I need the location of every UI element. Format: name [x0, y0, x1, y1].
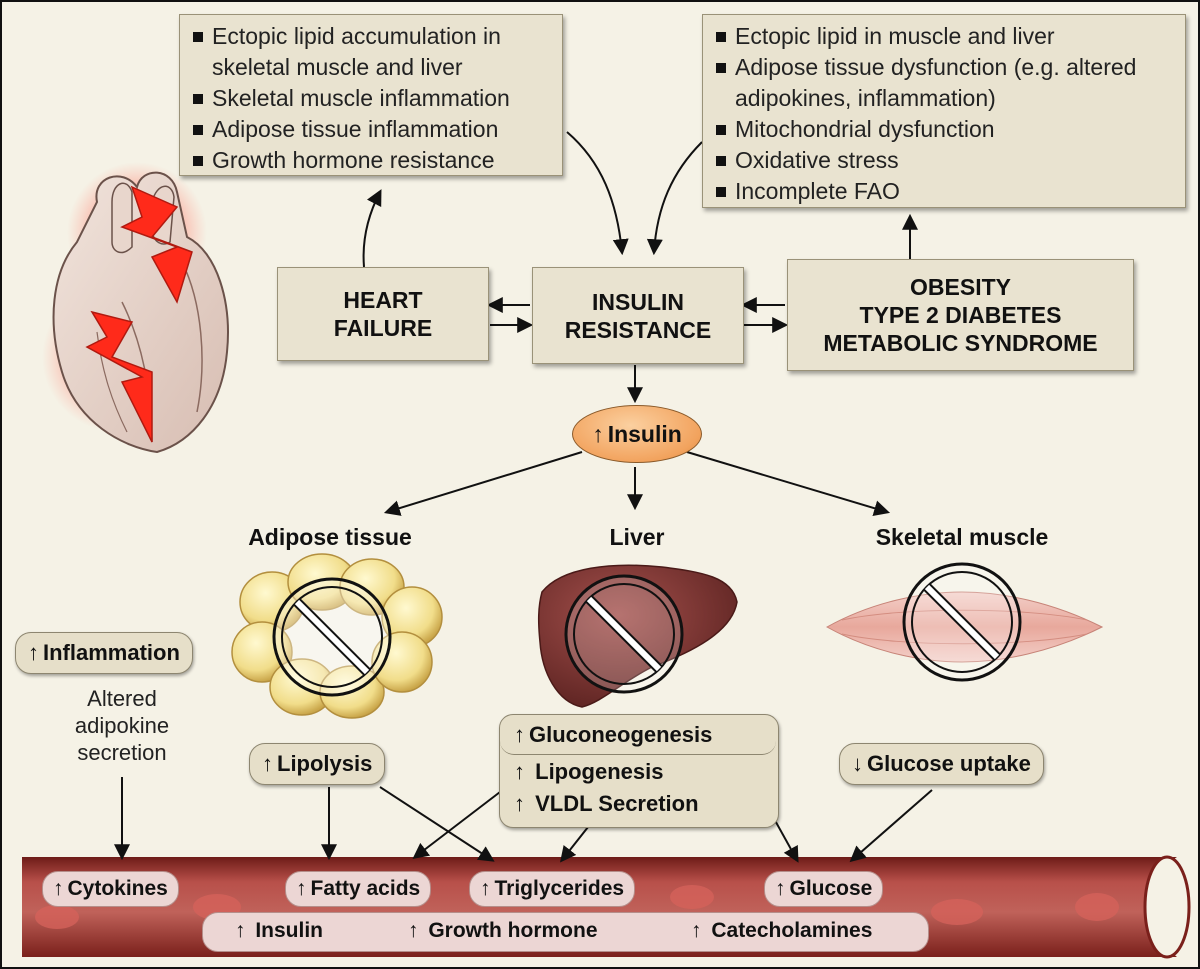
adipose-tissue-label: Adipose tissue — [248, 524, 412, 550]
catecholamines-label: Catecholamines — [711, 919, 873, 942]
growth-hormone-item: ↑ Growth hormone — [408, 919, 598, 943]
insulin-node: ↑ Insulin — [572, 405, 702, 463]
up-arrow-icon: ↑ — [296, 877, 307, 900]
insulin-resistance-line: RESISTANCE — [564, 316, 712, 343]
list-item: Mitochondrial dysfunction — [713, 114, 1175, 145]
liver-effects-box: ↑ Gluconeogenesis ↑ Lipogenesis ↑ VLDL S… — [499, 714, 779, 828]
top-left-list: Ectopic lipid accumulation in skeletal m… — [190, 21, 552, 176]
list-item: Oxidative stress — [713, 145, 1175, 176]
heart-failure-line: FAILURE — [333, 315, 433, 341]
adipokine-line: secretion — [77, 740, 167, 765]
list-item: Growth hormone resistance — [190, 145, 552, 176]
list-item: Incomplete FAO — [713, 176, 1175, 207]
list-item: Ectopic lipid in muscle and liver — [713, 21, 1175, 52]
insulin-vessel-label: Insulin — [255, 919, 324, 942]
cytokines-label: Cytokines — [67, 877, 168, 900]
heart-failure-line: HEART — [343, 287, 423, 313]
glucose-badge: ↑ Glucose — [764, 871, 884, 907]
gluconeogenesis-label: Gluconeogenesis — [529, 721, 713, 747]
top-right-effects-box: Ectopic lipid in muscle and liver Adipos… — [702, 14, 1186, 208]
up-arrow-icon: ↑ — [691, 919, 702, 942]
lipolysis-badge: ↑ Lipolysis — [249, 743, 386, 785]
up-arrow-icon: ↑ — [28, 640, 39, 665]
inflammation-label: Inflammation — [43, 640, 180, 665]
vldl-row: ↑ VLDL Secretion — [514, 791, 699, 817]
up-arrow-icon: ↑ — [480, 877, 491, 900]
up-arrow-icon: ↑ — [408, 919, 419, 942]
liver-illustration — [537, 564, 738, 708]
growth-hormone-label: Growth hormone — [428, 919, 598, 942]
lipogenesis-label: Lipogenesis — [535, 759, 664, 784]
triglycerides-label: Triglycerides — [494, 877, 625, 900]
lipogenesis-row: ↑ Lipogenesis — [514, 759, 663, 785]
lipolysis-label: Lipolysis — [277, 751, 373, 776]
up-arrow-icon: ↑ — [53, 877, 64, 900]
top-left-effects-box: Ectopic lipid accumulation in skeletal m… — [179, 14, 563, 176]
list-item: Adipose tissue dysfunction (e.g. altered… — [713, 52, 1175, 114]
obesity-line: OBESITY — [910, 274, 1011, 300]
insulin-resistance-box: INSULIN RESISTANCE — [532, 267, 744, 364]
vldl-label: VLDL Secretion — [535, 791, 699, 816]
liver-label: Liver — [609, 524, 665, 550]
adipokine-line: Altered — [87, 686, 157, 711]
obesity-line: METABOLIC SYNDROME — [823, 330, 1098, 356]
up-arrow-icon: ↑ — [235, 919, 246, 942]
fatty-acids-badge: ↑ Fatty acids — [285, 871, 432, 907]
glucose-uptake-badge: ↓ Glucose uptake — [839, 743, 1044, 785]
catecholamines-item: ↑ Catecholamines — [691, 919, 872, 943]
list-item: Skeletal muscle inflammation — [190, 83, 552, 114]
up-arrow-icon: ↑ — [775, 877, 786, 900]
heart-illustration — [42, 162, 229, 454]
triglycerides-badge: ↑ Triglycerides — [469, 871, 636, 907]
vessel-row2-pill: ↑ Insulin ↑ Growth hormone ↑ Catecholami… — [202, 912, 929, 952]
inflammation-badge: ↑ Inflammation — [15, 632, 193, 674]
skeletal-muscle-label: Skeletal muscle — [875, 524, 1049, 550]
heart-failure-box: HEART FAILURE — [277, 267, 489, 361]
insulin-resistance-line: INSULIN — [592, 288, 684, 315]
gluconeogenesis-badge: ↑ Gluconeogenesis — [500, 715, 776, 755]
down-arrow-icon: ↓ — [852, 751, 863, 776]
up-arrow-icon: ↑ — [514, 721, 525, 747]
up-arrow-icon: ↑ — [592, 420, 604, 447]
obesity-line: TYPE 2 DIABETES — [859, 302, 1062, 328]
obesity-box: OBESITY TYPE 2 DIABETES METABOLIC SYNDRO… — [787, 259, 1134, 371]
insulin-label: Insulin — [607, 420, 682, 447]
list-item: Adipose tissue inflammation — [190, 114, 552, 145]
glucose-label: Glucose — [789, 877, 873, 900]
cytokines-badge: ↑ Cytokines — [42, 871, 179, 907]
list-item: Ectopic lipid accumulation in skeletal m… — [190, 21, 552, 83]
top-right-list: Ectopic lipid in muscle and liver Adipos… — [713, 21, 1175, 207]
adipokine-line: adipokine — [74, 713, 170, 738]
adipose-illustration — [231, 553, 443, 719]
insulin-vessel-item: ↑ Insulin — [235, 919, 323, 943]
glucose-uptake-label: Glucose uptake — [867, 751, 1031, 776]
up-arrow-icon: ↑ — [262, 751, 273, 776]
up-arrow-icon: ↑ — [514, 759, 525, 784]
altered-adipokine-text: Altered adipokine secretion — [42, 685, 202, 766]
up-arrow-icon: ↑ — [514, 791, 525, 816]
fatty-acids-label: Fatty acids — [310, 877, 421, 900]
muscle-illustration — [825, 562, 1104, 682]
